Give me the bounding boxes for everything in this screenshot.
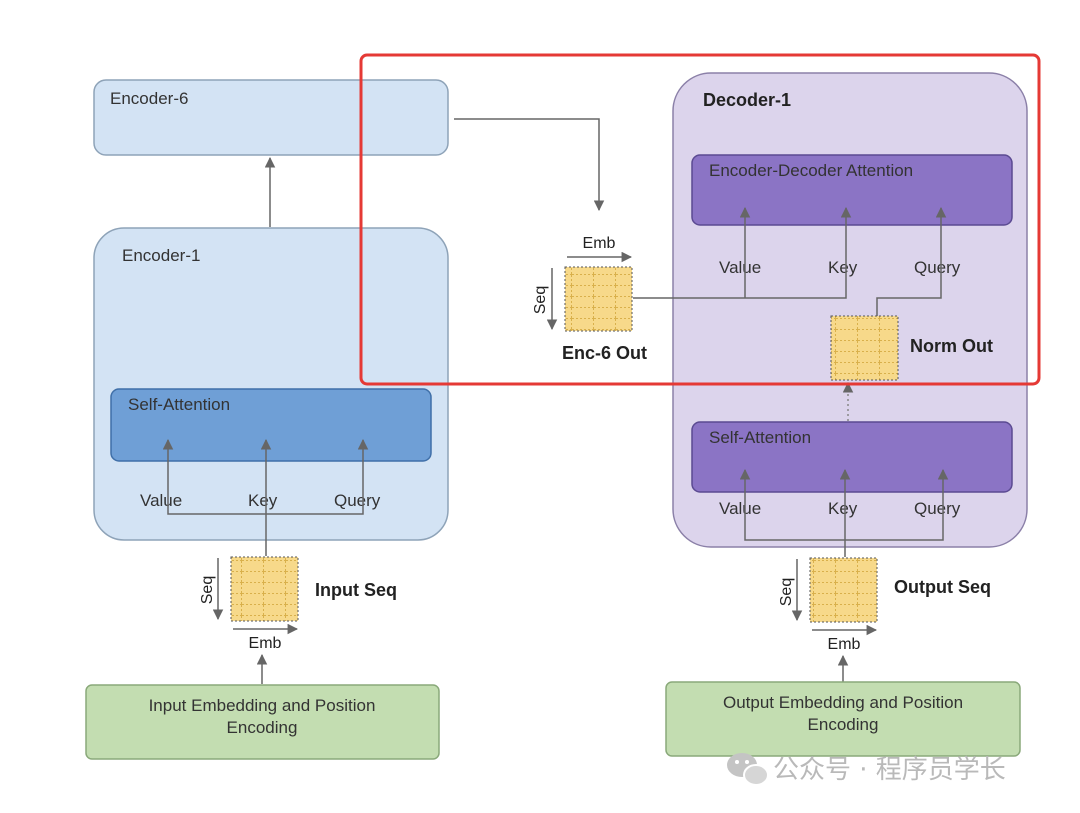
norm-out-matrix bbox=[830, 315, 899, 381]
enc6-out-matrix bbox=[564, 266, 633, 332]
decoder-self-attention-wiring bbox=[739, 468, 949, 557]
output-embedding-line2: Encoding bbox=[808, 715, 879, 734]
dec-self-key-label: Key bbox=[828, 499, 858, 518]
watermark: 公众号 · 程序员学长 bbox=[727, 753, 1006, 786]
wechat-icon bbox=[727, 753, 769, 786]
output-seq-axis-label: Seq bbox=[778, 578, 795, 606]
enc6-out-label: Enc-6 Out bbox=[562, 343, 647, 363]
dec-self-value-label: Value bbox=[719, 499, 761, 518]
output-embedding-box: Output Embedding and Position Encoding bbox=[665, 681, 1021, 757]
encoder-key-label: Key bbox=[248, 491, 278, 510]
enc-dec-key-label: Key bbox=[828, 258, 858, 277]
input-embedding-line1: Input Embedding and Position bbox=[149, 696, 376, 715]
input-embedding-line2: Encoding bbox=[227, 718, 298, 737]
encoder-attention-wiring bbox=[162, 438, 369, 556]
output-emb-axis-label: Emb bbox=[828, 636, 861, 653]
encoder-1-label: Encoder-1 bbox=[122, 246, 200, 265]
encoder-6-label: Encoder-6 bbox=[110, 89, 188, 108]
input-emb-axis-label: Emb bbox=[249, 635, 282, 652]
decoder-self-attention-box bbox=[691, 421, 1013, 493]
enc-dec-attention-wiring bbox=[633, 206, 947, 316]
enc6-out-seq-axis-label: Seq bbox=[532, 286, 549, 314]
encoder-self-attention-box bbox=[110, 388, 432, 462]
decoder-1-label: Decoder-1 bbox=[703, 90, 791, 110]
watermark-text: 公众号 · 程序员学长 bbox=[773, 755, 1006, 785]
input-embedding-box: Input Embedding and Position Encoding bbox=[85, 684, 440, 760]
encoder-value-label: Value bbox=[140, 491, 182, 510]
dec-self-query-label: Query bbox=[914, 499, 961, 518]
decoder-1-block: Decoder-1 Encoder-Decoder Attention Valu… bbox=[672, 72, 1028, 548]
norm-out-label: Norm Out bbox=[910, 336, 993, 356]
encoder-self-attention-label: Self-Attention bbox=[128, 395, 230, 414]
output-seq-axes: Seq Emb bbox=[778, 559, 878, 653]
input-seq-label: Input Seq bbox=[315, 580, 397, 600]
enc-dec-value-label: Value bbox=[719, 258, 761, 277]
encoder-6-block: Encoder-6 bbox=[93, 79, 449, 156]
enc-dec-query-label: Query bbox=[914, 258, 961, 277]
output-seq-label: Output Seq bbox=[894, 577, 991, 597]
encoder-decoder-attention-box bbox=[691, 154, 1013, 226]
enc6-out-emb-axis-label: Emb bbox=[583, 235, 616, 252]
output-embedding-line1: Output Embedding and Position bbox=[723, 693, 963, 712]
output-seq-matrix bbox=[809, 557, 878, 623]
encoder-query-label: Query bbox=[334, 491, 381, 510]
encoder-6-to-enc6-out-arrow bbox=[454, 118, 605, 212]
input-seq-axes: Seq Emb bbox=[199, 558, 299, 652]
encoder-decoder-attention-label: Encoder-Decoder Attention bbox=[709, 161, 913, 180]
highlight-box bbox=[359, 53, 1041, 386]
input-seq-matrix bbox=[230, 556, 299, 622]
input-seq-axis-label: Seq bbox=[199, 576, 216, 604]
enc6-out-axes: Emb Seq bbox=[532, 235, 633, 331]
decoder-self-attention-label: Self-Attention bbox=[709, 428, 811, 447]
